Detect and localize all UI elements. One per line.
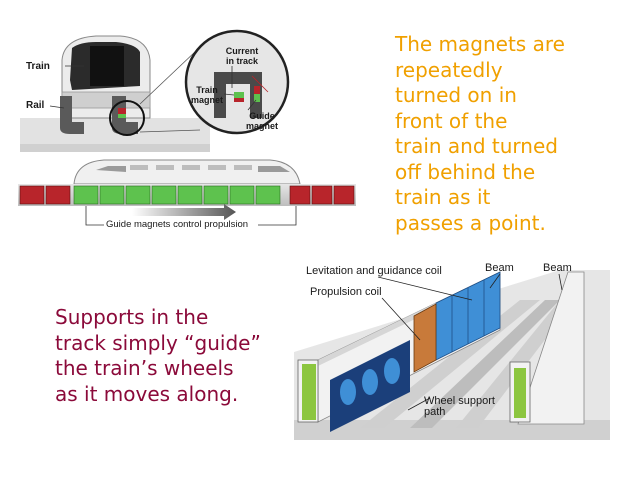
magnet-zoom-circle — [184, 29, 290, 135]
rail-label: Rail — [26, 100, 45, 111]
beam-label-right: Beam — [543, 262, 572, 274]
levitation-coil-label: Levitation and guidance coil — [306, 265, 442, 277]
train-magnet-label: Train magnet — [190, 85, 223, 105]
train-side-view — [18, 159, 356, 226]
wheel-support-path-label: Wheel support path — [424, 395, 495, 418]
propulsion-caption: Guide magnets control propulsion — [106, 219, 249, 230]
beam-label-left: Beam — [485, 262, 514, 274]
propulsion-coil-label: Propulsion coil — [310, 286, 382, 298]
train-label: Train — [26, 61, 50, 72]
right-explanation-text: The magnets are repeatedly turned on in … — [395, 32, 565, 235]
guideway-perspective — [294, 270, 610, 440]
train-front-view — [20, 35, 210, 152]
magnet-row — [19, 185, 355, 205]
current-in-track-label: Current in track — [225, 46, 259, 66]
guide-magnet-label: Guide magnet — [245, 111, 278, 131]
left-explanation-text: Supports in the track simply “guide” the… — [55, 305, 261, 406]
